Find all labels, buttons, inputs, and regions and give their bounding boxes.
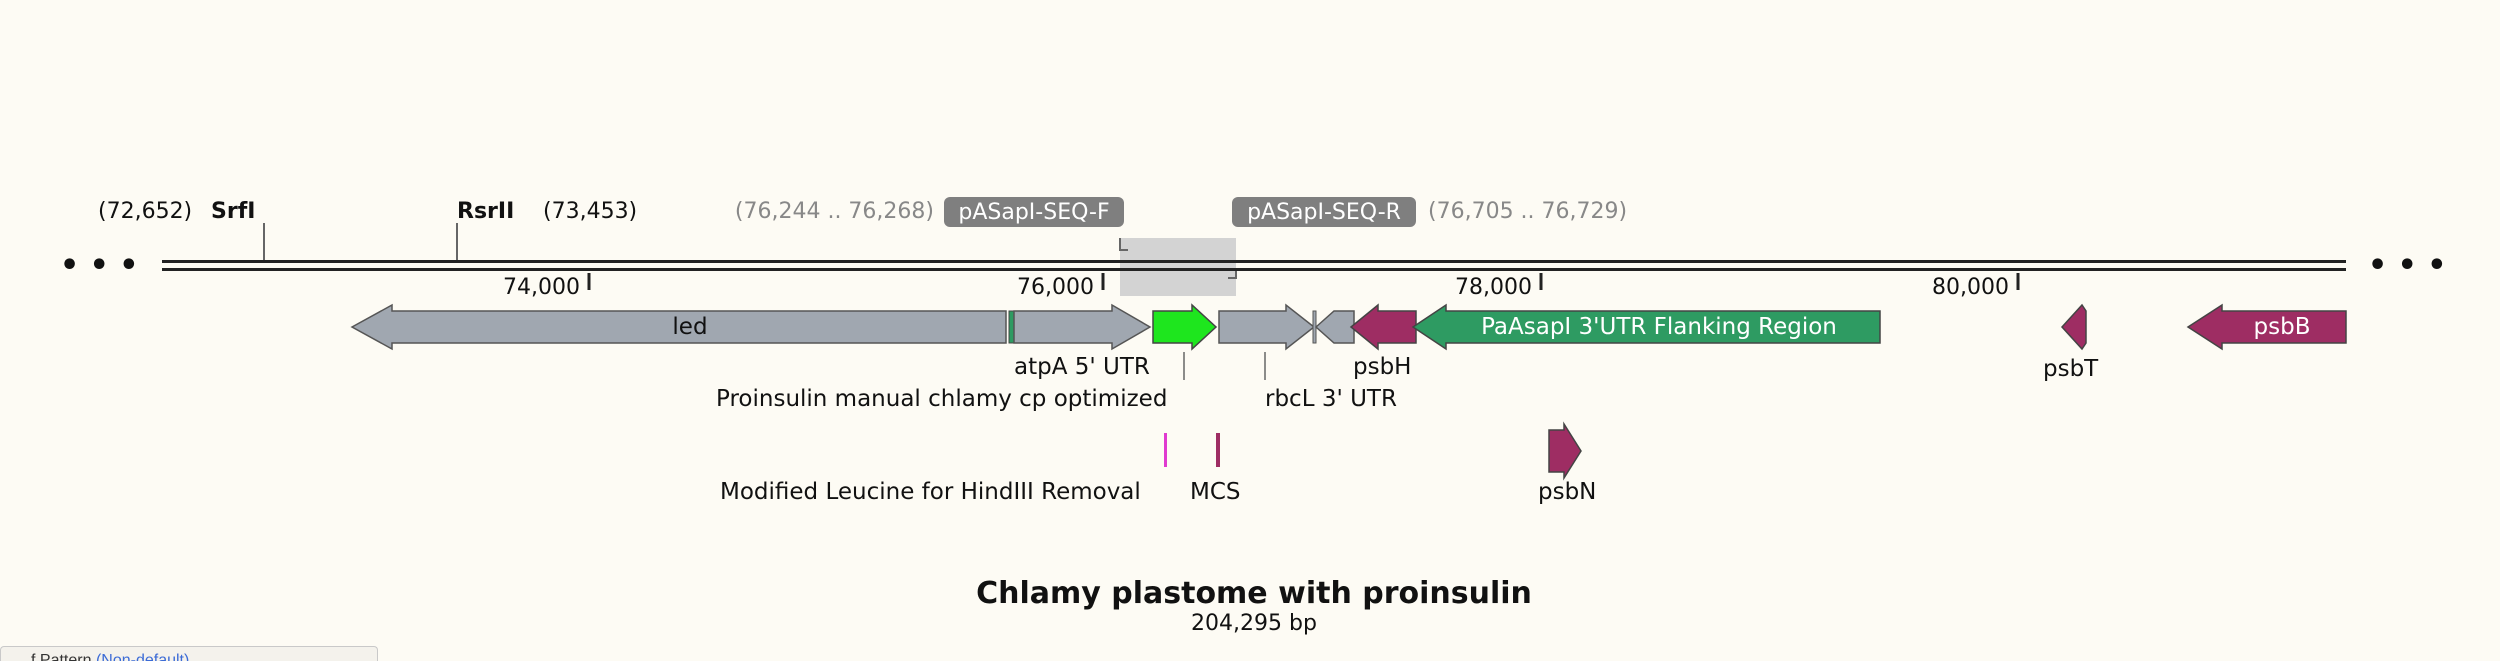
primer-name-label: pASapI-SEQ-F [958, 200, 1109, 225]
feature-paasapi-3-utr-flanking-region[interactable]: PaAsapI 3'UTR Flanking Region [1411, 303, 1881, 351]
rbcl-label: rbcL 3' UTR [1265, 386, 1397, 412]
site-position-label: (72,652) [98, 199, 192, 224]
primer-range-label: (76,244 .. 76,268) [735, 199, 934, 224]
primer-reverse-mark [1228, 268, 1237, 279]
map-length: 204,295 bp [1191, 611, 1317, 636]
tick-label: 76,000 [1017, 275, 1094, 300]
ruler-tick-74000: 74,000 [503, 273, 591, 300]
psbh-label: psbH [1353, 354, 1411, 380]
ellipsis-left: • • • [60, 248, 138, 283]
site-rsrii[interactable]: RsrII (73,453) [456, 199, 637, 262]
ruler-tick-76000: 76,000 [1017, 273, 1105, 300]
primer-forward[interactable]: (76,244 .. 76,268) pASapI-SEQ-F [735, 197, 1124, 227]
mcs-marker[interactable] [1216, 433, 1220, 467]
feature-label: led [672, 314, 707, 340]
feature-rbcl-3-utr[interactable] [1218, 303, 1316, 351]
tick-label: 74,000 [503, 275, 580, 300]
mcs-label: MCS [1190, 479, 1241, 505]
modified-leucine-marker[interactable] [1164, 433, 1167, 467]
primer-label-bg [944, 197, 1124, 227]
primer-forward-mark [1119, 238, 1128, 251]
feature-psbt[interactable] [2060, 303, 2087, 351]
bottom-panel-tab[interactable]: f Pattern (Non-default) [0, 646, 378, 661]
ellipsis-right: • • • [2368, 248, 2446, 283]
primer-label-bg [1232, 197, 1416, 227]
site-srfi[interactable]: (72,652) SrfI [98, 199, 265, 262]
map-title: Chlamy plastome with proinsulin [976, 576, 1532, 611]
proinsulin-label: Proinsulin manual chlamy cp optimized [716, 386, 1167, 412]
feature-label: PaAsapI 3'UTR Flanking Region [1481, 314, 1837, 340]
feature-atpa-5-utr[interactable] [1013, 303, 1152, 351]
psbn-label: psbN [1538, 479, 1596, 505]
primer-reverse[interactable]: pASapI-SEQ-R (76,705 .. 76,729) [1232, 197, 1627, 227]
tick-label: 80,000 [1932, 275, 2009, 300]
feature-psbh[interactable] [1349, 303, 1417, 351]
site-name-label: RsrII [457, 199, 514, 224]
panel-tab-link[interactable]: (Non-default) [95, 652, 190, 661]
modified-leucine-label: Modified Leucine for HindIII Removal [720, 479, 1141, 505]
feature-psbb[interactable]: psbB [2186, 303, 2347, 351]
feature-psbn[interactable] [1548, 421, 1582, 481]
site-position-label: (73,453) [543, 199, 637, 224]
tick-label: 78,000 [1455, 275, 1532, 300]
backbone-bottom-strand [162, 268, 2346, 271]
panel-tab-text: f Pattern [31, 652, 92, 661]
site-name-label: SrfI [211, 199, 255, 224]
atpa-utr-label: atpA 5' UTR [1014, 354, 1150, 380]
primer-amplicon-box [1120, 238, 1236, 296]
feature-gray-reverse[interactable] [1314, 310, 1355, 344]
ruler-tick-80000: 80,000 [1932, 273, 2020, 300]
ruler-tick-78000: 78,000 [1455, 273, 1543, 300]
feature-led[interactable]: led [350, 303, 1007, 351]
primer-name-label: pASapI-SEQ-R [1247, 200, 1401, 225]
psbt-label: psbT [2043, 356, 2099, 382]
primer-range-label: (76,705 .. 76,729) [1428, 199, 1627, 224]
feature-label: psbB [2254, 314, 2311, 340]
feature-proinsulin[interactable] [1152, 303, 1218, 351]
backbone-top-strand [162, 260, 2346, 263]
